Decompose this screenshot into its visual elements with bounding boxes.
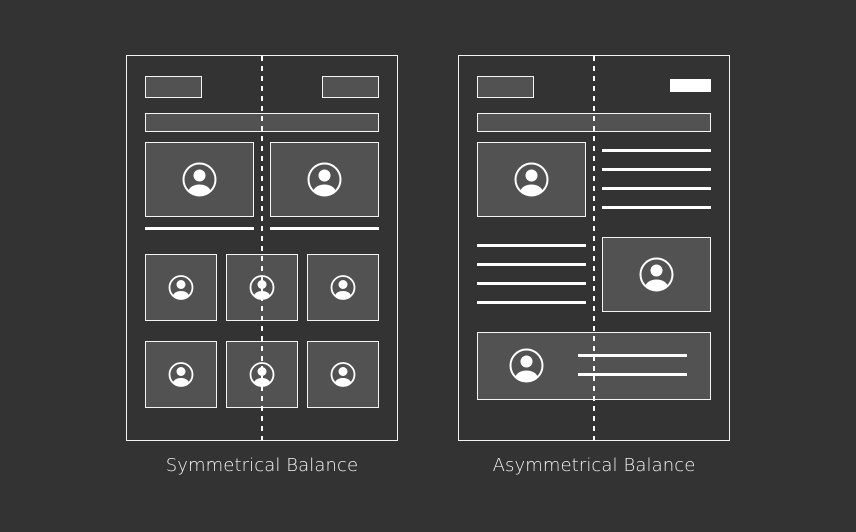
header-block-left <box>477 76 534 98</box>
text-line <box>477 301 586 304</box>
text-line <box>477 282 586 285</box>
symmetrical-layout <box>126 55 398 441</box>
text-line <box>602 168 711 171</box>
page-frame <box>458 55 730 441</box>
text-line <box>578 373 687 376</box>
header-block-right-solid <box>670 79 711 92</box>
text-line <box>477 244 586 247</box>
text-line <box>602 187 711 190</box>
caption-symmetrical: Symmetrical Balance <box>165 455 359 476</box>
page-frame <box>126 55 398 441</box>
header-block-left <box>145 76 202 98</box>
text-line <box>602 206 711 209</box>
text-line <box>145 227 254 230</box>
text-line <box>270 227 379 230</box>
header-block-right <box>322 76 379 98</box>
caption-asymmetrical: Asymmetrical Balance <box>492 455 696 476</box>
text-line <box>477 263 586 266</box>
text-line <box>602 149 711 152</box>
nav-bar <box>145 113 379 132</box>
text-line <box>578 354 687 357</box>
asymmetrical-layout <box>458 55 730 441</box>
nav-bar <box>477 113 711 132</box>
